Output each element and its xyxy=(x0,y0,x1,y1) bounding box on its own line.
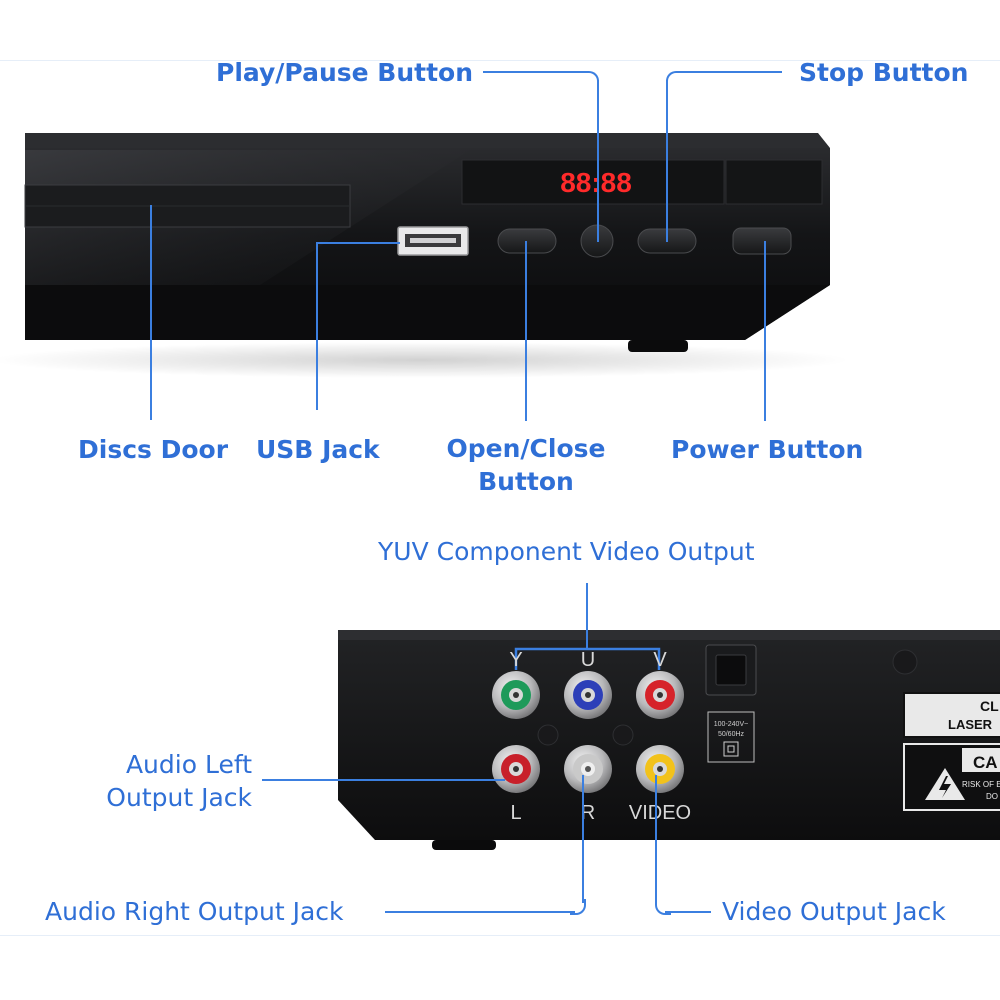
caution-line2: DO N xyxy=(986,792,1000,801)
led-display-readout: 88:88 xyxy=(560,167,632,198)
jack-letter-v: V xyxy=(653,649,667,671)
laser-class-label xyxy=(903,692,1000,738)
jack-r-white xyxy=(564,745,612,793)
rear-screw-left xyxy=(537,724,559,746)
leader-play-vertical xyxy=(597,80,599,242)
label-discs-door: Discs Door xyxy=(78,435,229,464)
label-play-pause: Play/Pause Button xyxy=(216,58,474,87)
jack-y-green xyxy=(492,671,540,719)
label-stop: Stop Button xyxy=(799,58,969,87)
label-open-close-line1: Open/Close xyxy=(446,434,606,463)
leader-open-close xyxy=(525,241,527,421)
leader-audio-right-horizontal xyxy=(385,911,575,913)
label-video-output: Video Output Jack xyxy=(722,897,946,926)
display-window xyxy=(461,159,725,205)
leader-video-corner xyxy=(655,899,671,915)
caution-line1: RISK OF E xyxy=(962,780,1000,789)
leader-stop-horizontal xyxy=(678,71,782,73)
leader-power xyxy=(764,241,766,421)
rear-screw xyxy=(892,649,918,675)
warning-bolt-icon xyxy=(939,776,951,798)
label-open-close: Open/Close Button xyxy=(426,432,626,498)
laser-class-line2: LASER xyxy=(948,717,993,732)
leader-usb-horizontal xyxy=(316,242,400,244)
leader-yuv xyxy=(586,583,588,649)
label-usb-jack: USB Jack xyxy=(256,435,380,464)
label-audio-right: Audio Right Output Jack xyxy=(45,897,344,926)
open-close-button-shape xyxy=(497,228,557,254)
label-audio-left-line1: Audio Left xyxy=(125,750,252,779)
top-rule xyxy=(0,60,1000,61)
front-lower-lip xyxy=(25,285,830,340)
jack-letter-r: R xyxy=(581,802,595,824)
optical-port-inner xyxy=(715,654,747,686)
rear-top-edge xyxy=(338,630,1000,640)
usb-port-tongue xyxy=(410,238,456,243)
double-insulation-symbol xyxy=(723,741,739,757)
yuv-bracket xyxy=(514,647,661,670)
rear-foot xyxy=(432,840,496,850)
label-audio-left: Audio Left Output Jack xyxy=(60,748,252,814)
sensor-window xyxy=(725,159,823,205)
label-open-close-line2: Button xyxy=(478,467,574,496)
power-rating-line1: 100-240V~ xyxy=(714,721,748,728)
leader-audio-right-corner xyxy=(570,899,586,915)
power-rating-box xyxy=(707,711,755,763)
jack-l-red xyxy=(492,745,540,793)
jack-v-red xyxy=(636,671,684,719)
label-audio-left-line2: Output Jack xyxy=(106,783,252,812)
bottom-rule xyxy=(0,935,1000,936)
jack-video-yellow xyxy=(636,745,684,793)
caution-title-box xyxy=(962,748,1000,772)
jack-letter-y: Y xyxy=(509,649,522,671)
jack-letter-u: U xyxy=(581,649,595,671)
rear-screw-right xyxy=(612,724,634,746)
label-power: Power Button xyxy=(671,435,864,464)
leader-stop-vertical xyxy=(666,80,668,242)
leader-discs-door xyxy=(150,205,152,420)
leader-usb-vertical xyxy=(316,242,318,410)
caution-title: CA xyxy=(973,753,998,772)
leader-audio-right-vertical xyxy=(582,775,584,903)
laser-class-line1: CL xyxy=(980,698,999,714)
jack-letter-l: L xyxy=(510,802,521,824)
power-rating-line2: 50/60Hz xyxy=(718,731,745,738)
leader-audio-left xyxy=(262,779,505,781)
jack-u-blue xyxy=(564,671,612,719)
leader-video-vertical xyxy=(655,775,657,903)
double-insulation-inner xyxy=(727,745,735,753)
jack-letter-video: VIDEO xyxy=(629,802,691,824)
label-yuv-output: YUV Component Video Output xyxy=(378,537,755,566)
leader-stop-corner xyxy=(666,71,682,87)
leader-video-horizontal xyxy=(665,911,711,913)
leader-play-horizontal xyxy=(483,71,589,73)
leader-play-corner xyxy=(583,71,599,87)
power-button-shape xyxy=(732,227,792,255)
front-top-lid xyxy=(25,133,830,150)
front-foot xyxy=(628,340,688,352)
